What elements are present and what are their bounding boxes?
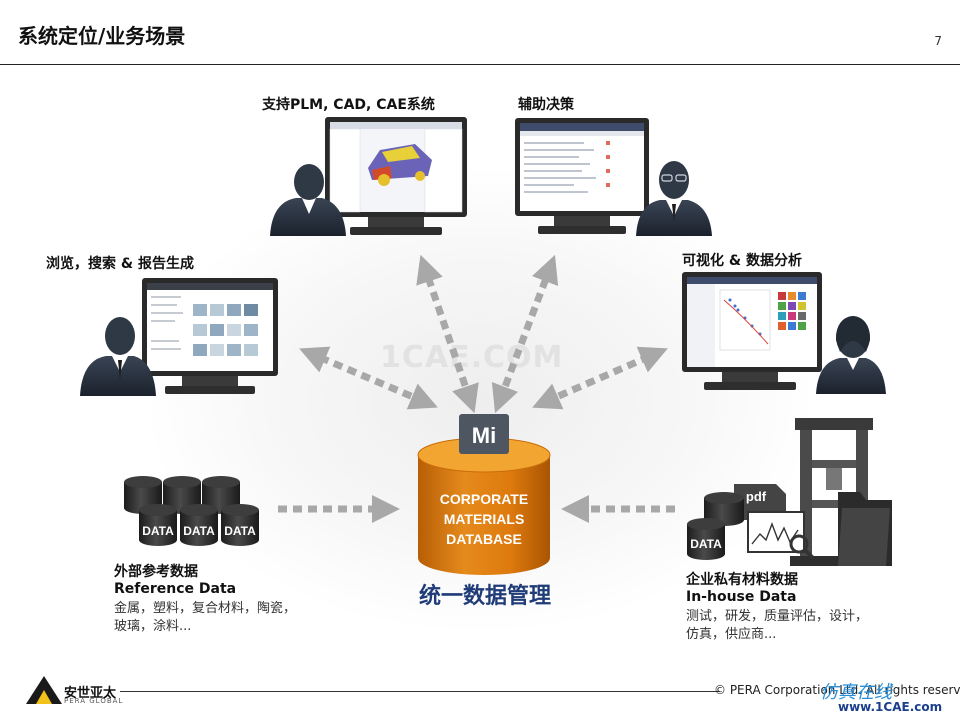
folder-icon	[838, 492, 892, 566]
user-avatar-plm	[270, 164, 346, 236]
reference-desc-line2: 玻璃，涂料...	[114, 619, 192, 634]
reference-cylinder-front-3	[221, 504, 259, 546]
svg-text:pdf: pdf	[746, 489, 767, 504]
user-avatar-decision	[636, 161, 712, 236]
company-logo-text: 安世亚太	[64, 686, 117, 701]
inhouse-desc-line2: 仿真，供应商...	[686, 627, 777, 642]
page-title: 系统定位/业务场景	[18, 24, 186, 48]
chart-panel-icon	[747, 511, 805, 553]
svg-text:DATA: DATA	[690, 537, 722, 551]
copyright-notice: © PERA Corporation Ltd. All rights reser…	[714, 683, 960, 697]
cylinder-label-2: DATA	[183, 524, 215, 538]
monitor-browse	[142, 278, 278, 394]
arrow-to-browse	[299, 346, 438, 410]
cylinder-label-3: DATA	[224, 524, 256, 538]
magnifier-icon	[789, 534, 815, 560]
inhouse-data-cluster: pdf DATA	[687, 418, 892, 566]
cylinder-label-1: DATA	[142, 524, 174, 538]
inhouse-cylinder-front: DATA	[687, 518, 725, 560]
connection-arrows	[278, 254, 675, 523]
db-line-3: DATABASE	[446, 531, 522, 547]
inhouse-title-en: In-house Data	[686, 589, 797, 605]
company-logo-subtext: PERA GLOBAL	[64, 697, 124, 705]
central-database: Mi CORPORATE MATERIALS DATABASE	[417, 414, 551, 575]
monitor-plm	[325, 117, 467, 235]
reference-cylinder-front-2	[180, 504, 218, 546]
reference-cylinder-front-1	[139, 504, 177, 546]
mi-logo-text: Mi	[472, 423, 496, 448]
company-logo-icon	[26, 676, 62, 704]
monitor-decision	[515, 118, 649, 234]
header-divider	[0, 64, 960, 65]
user-avatar-visual	[816, 316, 886, 394]
monitor-visual	[682, 272, 822, 390]
label-visual-analysis: 可视化 & 数据分析	[682, 253, 802, 269]
footer-divider	[120, 691, 720, 692]
arrow-to-visual	[532, 346, 668, 410]
reference-title-en: Reference Data	[114, 581, 237, 597]
site-watermark-url: www.1CAE.com	[838, 700, 943, 714]
inhouse-desc-line1: 测试，研发，质量评估，设计，	[686, 609, 869, 624]
reference-data-cylinders: DATA DATA DATA	[124, 476, 259, 546]
inhouse-title-cn: 企业私有材料数据	[686, 572, 798, 588]
user-avatar-browse	[80, 317, 156, 396]
label-decision-support: 辅助决策	[518, 97, 574, 113]
page-number: 7	[934, 34, 942, 48]
label-plm-support: 支持PLM, CAD, CAE系统	[262, 97, 435, 113]
db-line-2: MATERIALS	[444, 511, 525, 527]
reference-desc-line1: 金属，塑料，复合材料，陶瓷，	[114, 601, 297, 616]
mi-logo-icon	[459, 414, 509, 454]
db-line-1: CORPORATE	[440, 491, 528, 507]
site-watermark-logo: 仿真在线	[820, 682, 892, 703]
arrow-to-plm	[416, 254, 479, 414]
reference-title-cn: 外部参考数据	[114, 564, 198, 580]
hub-caption: 统一数据管理	[418, 584, 551, 609]
arrow-to-decision	[491, 254, 559, 414]
label-browse-search: 浏览，搜索 & 报告生成	[46, 256, 194, 272]
